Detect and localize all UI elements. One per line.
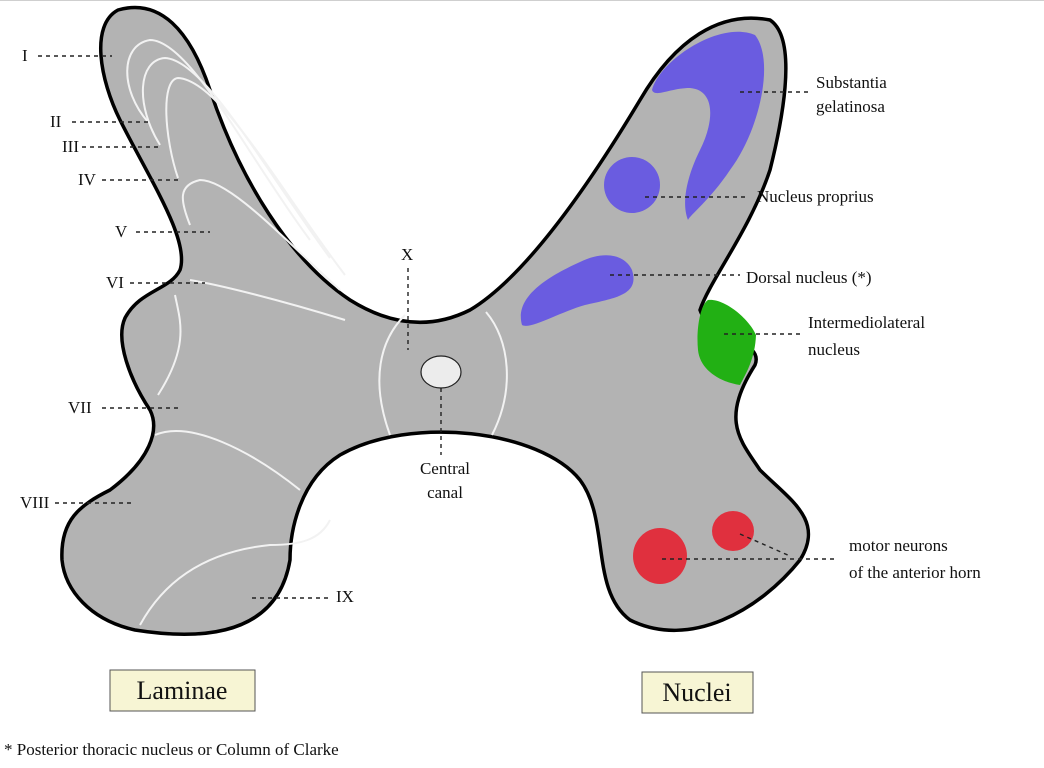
lamina-line-ii-iii	[141, 56, 331, 259]
leader-motor-diagonal	[739, 533, 791, 557]
laminae-box-label: Laminae	[137, 676, 228, 705]
label-lamina-iv: IV	[78, 170, 97, 189]
label-substantia-line1: Substantia	[816, 73, 887, 92]
label-lamina-ix: IX	[336, 587, 354, 606]
central-canal	[420, 355, 462, 389]
laminae-box	[109, 669, 256, 712]
lamina-x-left-boundary	[378, 314, 406, 436]
motor-neuron-large	[633, 528, 687, 584]
label-motor-line1: motor neurons	[849, 536, 948, 555]
lamina-line-i-ii	[126, 38, 311, 241]
label-lamina-x: X	[401, 245, 413, 264]
lamina-line-iv-v	[181, 178, 341, 291]
label-substantia-line2: gelatinosa	[816, 97, 885, 116]
lamina-line-vi-vii	[157, 294, 182, 396]
gray-matter	[60, 5, 811, 636]
label-nucleus-proprius: Nucleus proprius	[757, 187, 874, 206]
label-dorsal-nucleus: Dorsal nucleus (*)	[746, 268, 872, 287]
nuclei-box	[641, 671, 754, 714]
lamina-line-iii-iv	[165, 76, 346, 276]
dorsal-nucleus-region	[520, 255, 634, 326]
label-lamina-ii: II	[50, 112, 62, 131]
label-lamina-iii: III	[62, 137, 79, 156]
label-central-canal-line1: Central	[420, 459, 470, 478]
label-lamina-i: I	[22, 46, 28, 65]
label-intermediolateral-line1: Intermediolateral	[808, 313, 925, 332]
label-lamina-v: V	[115, 222, 128, 241]
substantia-gelatinosa-region	[652, 31, 765, 220]
motor-neuron-small	[712, 511, 754, 551]
footnote: * Posterior thoracic nucleus or Column o…	[4, 740, 339, 759]
intermediolateral-nucleus-region	[697, 299, 756, 385]
label-intermediolateral-line2: nucleus	[808, 340, 860, 359]
nucleus-proprius-region	[604, 157, 660, 213]
lamina-line-v-vi	[189, 279, 346, 321]
lamina-line-viii-ix	[139, 519, 331, 626]
label-lamina-vii: VII	[68, 398, 92, 417]
label-lamina-viii: VIII	[20, 493, 50, 512]
label-central-canal-line2: canal	[427, 483, 463, 502]
nuclei-box-label: Nuclei	[662, 678, 731, 707]
lamina-x-right-boundary	[485, 311, 508, 436]
label-lamina-vi: VI	[106, 273, 124, 292]
label-motor-line2: of the anterior horn	[849, 563, 981, 582]
lamina-line-vii-viii	[154, 430, 301, 491]
